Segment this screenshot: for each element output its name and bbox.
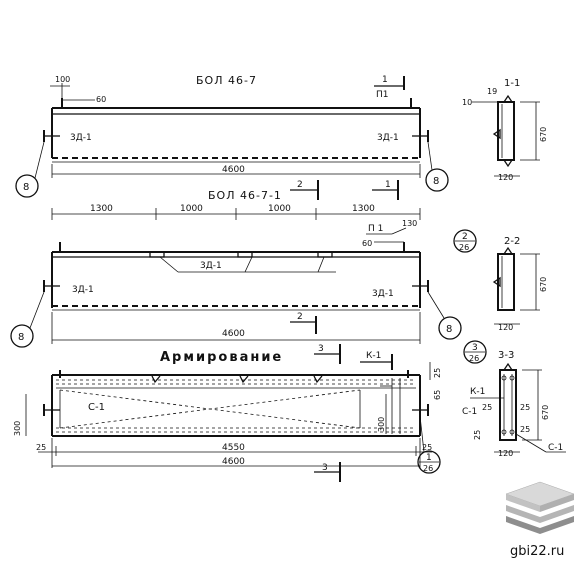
label-c1-leader: С-1 xyxy=(548,443,563,453)
label-c1-section: С-1 xyxy=(462,407,477,417)
dim-1000-a: 1000 xyxy=(180,204,203,214)
callout-3-26-top: 3 xyxy=(472,343,478,353)
label-c1-bottom: С-1 xyxy=(88,402,105,413)
dim-25-left: 25 xyxy=(36,443,46,452)
dim-25-right: 25 xyxy=(422,443,432,452)
dim-25-section-c: 25 xyxy=(520,425,530,434)
dim-19: 19 xyxy=(487,87,497,96)
dim-60-mid: 60 xyxy=(362,239,372,248)
label-p1-mid: П 1 xyxy=(368,224,383,234)
callout-2-26-bottom: 26 xyxy=(459,243,469,252)
callout-2-26-top: 2 xyxy=(462,232,468,242)
section-3-3: 3 26 3-3 К-1 С-1 25 25 25 25 670 120 С-1 xyxy=(462,340,566,458)
view-bol-46-7: БОЛ 46-7 100 60 1 П1 3Д-1 3Д-1 4600 xyxy=(15,74,449,198)
callout-8-right-top: 8 xyxy=(433,176,439,187)
section-mark-2-top: 2 xyxy=(297,180,303,190)
callout-8-left-mid: 8 xyxy=(18,332,24,343)
title-bol-46-7: БОЛ 46-7 xyxy=(196,74,257,87)
gbi-logo xyxy=(505,481,575,534)
callout-8-right-mid: 8 xyxy=(446,324,452,335)
insert-zd1-left-mid: 3Д-1 xyxy=(72,285,94,295)
dim-65-right: 65 xyxy=(433,390,442,400)
callout-1-26-bottom: 26 xyxy=(423,464,433,473)
dim-100: 100 xyxy=(55,75,70,84)
insert-zd1-right-top: 3Д-1 xyxy=(377,133,399,143)
dim-670-s33: 670 xyxy=(541,405,550,420)
dim-300-left: 300 xyxy=(13,421,22,436)
dim-60-top: 60 xyxy=(96,95,106,104)
dim-4600-top: 4600 xyxy=(222,165,245,175)
dim-1300-left: 1300 xyxy=(90,204,113,214)
dim-4600-bottom: 4600 xyxy=(222,457,245,467)
dim-1000-b: 1000 xyxy=(268,204,291,214)
section-mark-1-mid: 1 xyxy=(385,180,391,190)
dim-25-section-a: 25 xyxy=(482,403,492,412)
insert-zd1-center: 3Д-1 xyxy=(200,261,222,271)
dim-25-section-b: 25 xyxy=(520,403,530,412)
watermark-text: gbi22.ru xyxy=(510,544,564,559)
label-k1-section: К-1 xyxy=(470,387,485,397)
callout-1-26-top: 1 xyxy=(426,453,432,463)
section-mark-3-bottom: 3 xyxy=(322,463,328,473)
title-bol-46-7-1: БОЛ 46-7-1 xyxy=(208,189,282,202)
callout-8-left-top: 8 xyxy=(23,182,29,193)
dim-4550: 4550 xyxy=(222,443,245,453)
dim-10: 10 xyxy=(462,98,472,107)
label-p1-top: П1 xyxy=(376,90,389,100)
view-reinforcement: Армирование 3 К-1 xyxy=(13,344,442,482)
dim-4600-mid: 4600 xyxy=(222,329,245,339)
section-title-3-3: 3-3 xyxy=(498,350,514,361)
title-reinforcement: Армирование xyxy=(160,350,283,365)
insert-zd1-right-mid: 3Д-1 xyxy=(372,289,394,299)
dim-670-s11: 670 xyxy=(539,127,548,142)
dim-1300-right: 1300 xyxy=(352,204,375,214)
callout-3-26-bottom: 26 xyxy=(469,354,479,363)
dim-300-right: 300 xyxy=(377,417,386,432)
view-bol-46-7-1: БОЛ 46-7-1 2 1 1300 1000 1000 1300 П 1 1… xyxy=(10,180,462,348)
dim-120-s11: 120 xyxy=(498,173,513,182)
dim-120-s33: 120 xyxy=(498,449,513,458)
section-title-1-1: 1-1 xyxy=(504,78,520,89)
dim-670-s22: 670 xyxy=(539,277,548,292)
section-mark-2-bottom: 2 xyxy=(297,312,303,322)
label-k1-top: К-1 xyxy=(366,351,381,361)
section-title-2-2: 2-2 xyxy=(504,236,520,247)
dim-25-right-top: 25 xyxy=(433,368,442,378)
insert-zd1-left-top: 3Д-1 xyxy=(70,133,92,143)
section-2-2: 2 26 2-2 670 120 xyxy=(453,229,548,332)
dim-120-s22: 120 xyxy=(498,323,513,332)
section-mark-1-top: 1 xyxy=(382,75,388,85)
section-mark-3-top: 3 xyxy=(318,344,324,354)
dim-130: 130 xyxy=(402,219,417,228)
section-1-1: 1-1 19 10 670 120 xyxy=(462,78,548,182)
dim-25-section-d: 25 xyxy=(473,430,482,440)
